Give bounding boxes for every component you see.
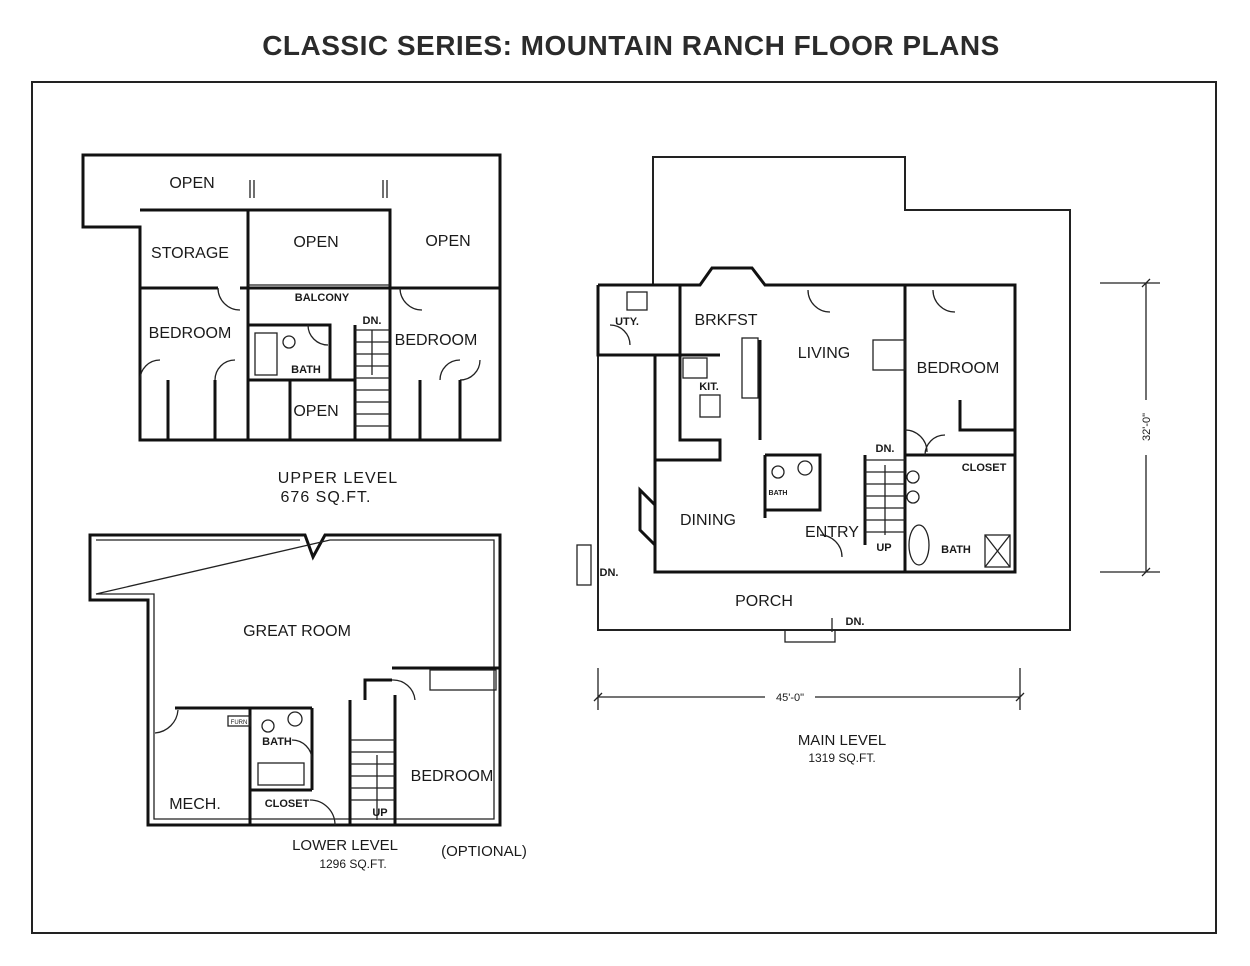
room-label: BEDROOM <box>395 332 478 349</box>
room-label: CLOSET <box>265 798 310 810</box>
room-label: MECH. <box>169 796 221 813</box>
room-label: GREAT ROOM <box>243 623 351 640</box>
stair-label: DN. <box>363 315 382 327</box>
furnace-label: FURN <box>231 720 248 726</box>
level-area: 1319 SQ.FT. <box>808 751 875 765</box>
page-title: CLASSIC SERIES: MOUNTAIN RANCH FLOOR PLA… <box>262 30 1000 61</box>
room-label: STORAGE <box>151 245 229 262</box>
room-label: BEDROOM <box>917 360 1000 377</box>
level-name: LOWER LEVEL <box>292 837 398 854</box>
level-name: UPPER LEVEL <box>278 470 398 487</box>
stair-label: DN. <box>846 616 865 628</box>
room-label: BATH <box>941 544 971 556</box>
lower-level-plan: FURN <box>88 533 502 827</box>
room-label: CLOSET <box>962 462 1007 474</box>
room-label: BALCONY <box>295 292 350 304</box>
room-label: BATH <box>769 490 788 497</box>
stair-label: DN. <box>876 443 895 455</box>
main-level-plan <box>576 156 1160 710</box>
room-label: KIT. <box>699 381 719 393</box>
room-label: OPEN <box>169 175 214 192</box>
room-label: BRKFST <box>694 312 757 329</box>
room-label: BATH <box>262 736 292 748</box>
plan-frame <box>31 81 1217 934</box>
stair-label: UP <box>372 807 387 819</box>
level-note: (OPTIONAL) <box>441 843 527 860</box>
stair-label: DN. <box>600 567 619 579</box>
room-label: OPEN <box>425 233 470 250</box>
room-label: PORCH <box>735 593 793 610</box>
room-label: ENTRY <box>805 524 859 541</box>
room-label: OPEN <box>293 234 338 251</box>
room-label: BEDROOM <box>149 325 232 342</box>
room-label: DINING <box>680 512 736 529</box>
level-name: MAIN LEVEL <box>798 732 886 749</box>
upper-level-plan <box>81 153 502 442</box>
room-label: UTY. <box>615 316 639 328</box>
stair-label: UP <box>876 542 891 554</box>
room-label: BEDROOM <box>411 768 494 785</box>
depth-dimension: 32'-0" <box>1141 413 1153 441</box>
level-area: 1296 SQ.FT. <box>319 857 386 871</box>
width-dimension: 45'-0" <box>776 692 804 704</box>
level-area: 676 SQ.FT. <box>281 489 372 506</box>
room-label: BATH <box>291 364 321 376</box>
room-label: OPEN <box>293 403 338 420</box>
room-label: LIVING <box>798 345 850 362</box>
